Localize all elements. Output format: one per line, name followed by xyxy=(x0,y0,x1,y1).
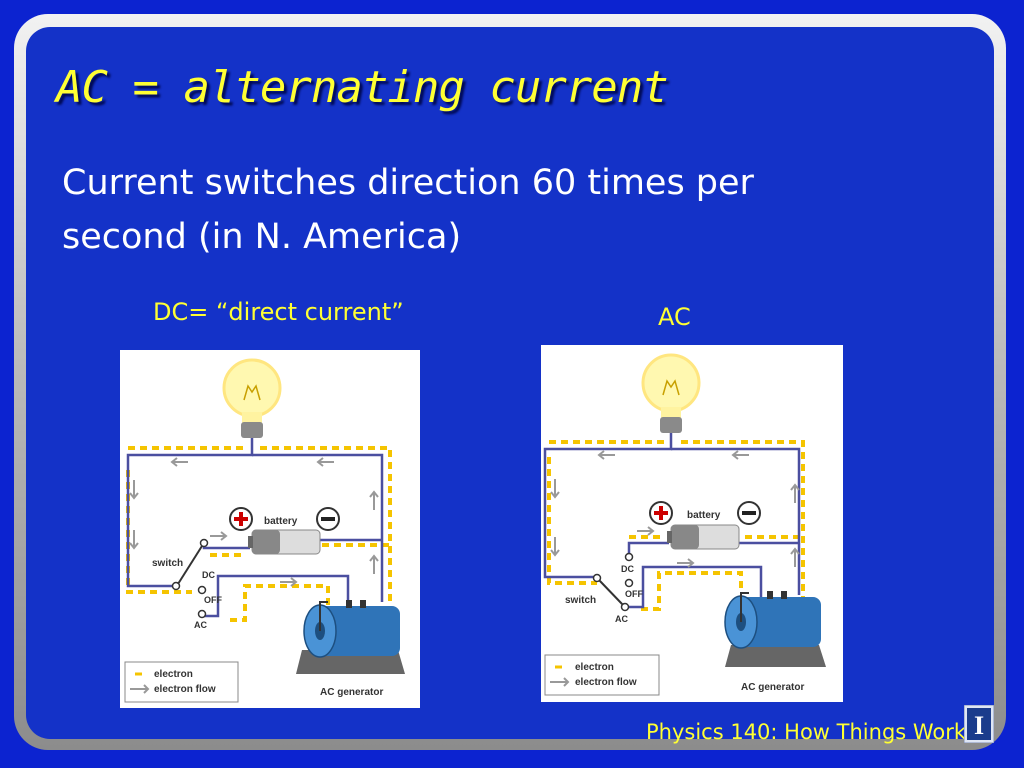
slide-title: AC = alternating current xyxy=(56,62,669,113)
flow-arrows xyxy=(550,450,800,568)
switch xyxy=(171,538,209,619)
ac-circuit-svg: battery switch DC OFF AC AC generator el… xyxy=(543,353,826,696)
generator-label: AC generator xyxy=(741,682,804,693)
ac-caption: AC xyxy=(658,303,691,331)
light-bulb-icon xyxy=(641,353,701,433)
course-footer: Physics 140: How Things Work xyxy=(646,720,967,744)
off-position-label: OFF xyxy=(204,595,222,605)
dc-circuit-diagram: battery switch DC OFF AC AC generator xyxy=(120,350,420,708)
electron-path xyxy=(547,440,805,665)
ac-circuit-diagram: battery switch DC OFF AC AC generator el… xyxy=(541,345,843,702)
switch-label: switch xyxy=(565,595,596,606)
dc-position-label: DC xyxy=(202,570,215,580)
body-line: Current switches direction 60 times per xyxy=(62,163,754,203)
legend xyxy=(124,661,239,703)
circuit-wires xyxy=(543,433,801,609)
flow-arrows xyxy=(129,457,379,587)
legend-flow-label: electron flow xyxy=(575,677,637,688)
minus-terminal-icon xyxy=(737,501,761,525)
dc-position-label: DC xyxy=(621,564,634,574)
battery-icon xyxy=(248,529,321,555)
plus-terminal-icon xyxy=(649,501,673,525)
off-position-label: OFF xyxy=(625,589,643,599)
battery-icon xyxy=(667,524,740,550)
switch-label: switch xyxy=(152,558,183,569)
generator-label: AC generator xyxy=(320,687,383,698)
ac-position-label: AC xyxy=(615,614,628,624)
slide-body-text: Current switches direction 60 times per … xyxy=(62,156,822,264)
minus-terminal-icon xyxy=(316,507,340,531)
legend-electron-label: electron xyxy=(154,669,193,680)
generator-icon xyxy=(724,591,826,667)
battery-label: battery xyxy=(687,510,721,521)
dc-caption: DC= “direct current” xyxy=(153,298,404,326)
logo-letter: I xyxy=(974,711,984,740)
legend-electron-label: electron xyxy=(575,662,614,673)
ac-position-label: AC xyxy=(194,620,207,630)
legend-flow-label: electron flow xyxy=(154,684,216,695)
legend xyxy=(544,654,660,696)
battery-label: battery xyxy=(264,516,298,527)
university-logo-icon: I xyxy=(964,705,994,743)
dc-circuit-svg: battery switch DC OFF AC AC generator xyxy=(124,358,405,703)
light-bulb-icon xyxy=(222,358,282,438)
circuit-wires xyxy=(126,438,384,618)
body-line: second (in N. America) xyxy=(62,217,462,257)
generator-icon xyxy=(296,600,405,674)
plus-terminal-icon xyxy=(229,507,253,531)
switch xyxy=(592,552,634,612)
